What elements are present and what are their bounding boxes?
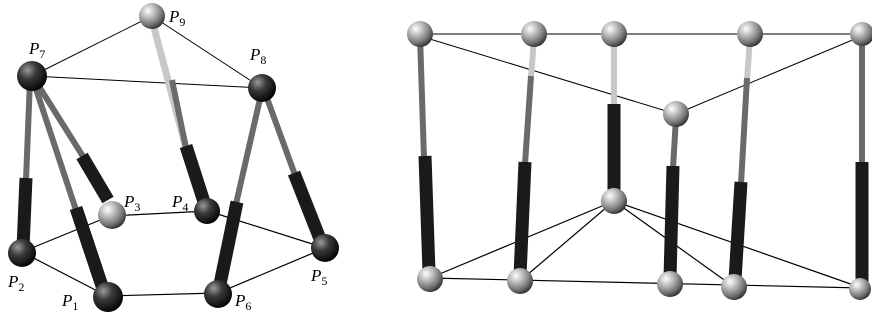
right-leg-5-rod: [738, 77, 750, 185]
label-p6: P6: [234, 291, 251, 313]
leg-p9-p4-cylinder-top: [169, 79, 189, 149]
leg-p7-p2-cylinder: [16, 177, 33, 249]
leg-p9-p4-cylinder: [179, 144, 212, 207]
joint-p3: [98, 201, 126, 229]
right-leg-2-cylinder: [513, 161, 532, 277]
right-top-joint-3: [601, 21, 627, 47]
joint-p2: [8, 239, 36, 267]
left-top-platform: [31, 15, 263, 89]
leg-p8-p6-cylinder: [212, 200, 244, 291]
right-top-joint-5: [737, 21, 763, 47]
label-p5: P5: [310, 266, 327, 288]
left-joints: [8, 3, 339, 312]
leg-p7-p3-cylinder: [76, 152, 114, 204]
label-p2: P2: [7, 272, 24, 294]
right-base-joint-6: [849, 278, 871, 300]
right-leg-1-cylinder: [418, 155, 436, 273]
right-leg-5-cylinder: [728, 181, 748, 281]
right-top-joint-2: [521, 21, 547, 47]
label-p9: P9: [168, 7, 185, 29]
leg-p8-p5-cylinder: [287, 170, 329, 247]
right-base-joint-2: [507, 268, 533, 294]
right-base-joint-1: [417, 266, 443, 292]
leg-p8-p5-rod: [261, 88, 298, 177]
joint-p7: [17, 61, 47, 91]
right-platform-joint: [663, 101, 689, 127]
joint-p4: [194, 198, 220, 224]
label-p3: P3: [123, 192, 140, 214]
joint-p6: [204, 280, 232, 308]
joint-p8: [248, 74, 276, 102]
right-base-polygon: [429, 200, 863, 289]
right-top-joint-6: [850, 22, 872, 46]
joint-p1: [93, 282, 123, 312]
right-base-joint-4: [657, 271, 683, 297]
leg-p8-p6-rod: [233, 89, 265, 205]
leg-p7-p1-cylinder: [69, 205, 111, 295]
right-leg-1-rod: [417, 35, 427, 159]
joint-p5: [311, 234, 339, 262]
label-p4: P4: [171, 192, 188, 214]
left-labels: P9 P7 P8 P3 P4 P2 P1 P6 P5: [7, 7, 327, 313]
right-leg-4-cylinder: [663, 165, 680, 279]
right-base-joint-5: [721, 274, 747, 300]
label-p7: P7: [28, 39, 45, 61]
right-top-platform: [419, 33, 863, 115]
right-joints: [407, 21, 872, 300]
label-p1: P1: [61, 291, 78, 313]
left-view: P9 P7 P8 P3 P4 P2 P1 P6 P5: [7, 3, 339, 313]
leg-p7-p2-rod: [23, 79, 33, 181]
right-top-joint-1: [407, 21, 433, 47]
right-legs: [417, 35, 869, 282]
right-leg-2-rod: [522, 75, 534, 165]
right-base-joint-center: [601, 188, 627, 214]
leg-p7-p1-rod: [30, 79, 79, 211]
right-view: [407, 21, 872, 300]
joint-p9: [139, 3, 165, 29]
leg-p7-p3-rod: [32, 78, 87, 160]
label-p8: P8: [249, 45, 266, 67]
left-base-polygon: [21, 210, 326, 297]
left-legs: [16, 19, 329, 295]
